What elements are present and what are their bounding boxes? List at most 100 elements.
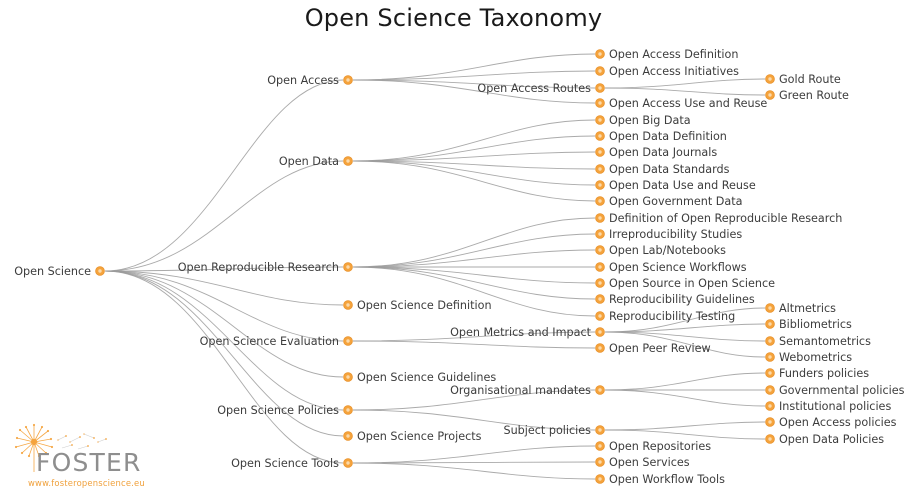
node-label: Subject policies — [503, 424, 591, 437]
tree-node-open-data[interactable]: Open Data — [279, 155, 353, 168]
tree-node-open-reproducible-research[interactable]: Open Reproducible Research — [178, 261, 353, 274]
tree-node-open-science-projects[interactable]: Open Science Projects — [343, 430, 482, 443]
tree-edge — [352, 340, 596, 349]
node-marker-center-icon — [346, 434, 350, 438]
tree-edge — [104, 270, 344, 437]
tree-node-open-peer-review[interactable]: Open Peer Review — [595, 342, 711, 355]
tree-node-open-science-workflows[interactable]: Open Science Workflows — [595, 261, 747, 274]
tree-edge — [352, 160, 596, 202]
node-label: Open Data Policies — [779, 433, 884, 446]
node-marker-center-icon — [598, 444, 602, 448]
node-marker-center-icon — [598, 52, 602, 56]
tree-edge — [352, 135, 596, 162]
node-marker-center-icon — [598, 428, 602, 432]
tree-node-open-access-policies[interactable]: Open Access policies — [765, 416, 897, 429]
node-label: Open Data Journals — [609, 146, 717, 159]
node-label: Institutional policies — [779, 400, 891, 413]
tree-node-reproducibility-testing[interactable]: Reproducibility Testing — [595, 310, 736, 323]
tree-edge — [352, 409, 596, 431]
node-label: Open Big Data — [609, 114, 691, 127]
node-label: Open Science — [14, 265, 91, 278]
tree-node-bibliometrics[interactable]: Bibliometrics — [765, 318, 852, 331]
tree-node-open-data-definition[interactable]: Open Data Definition — [595, 130, 727, 143]
tree-node-open-metrics-and-impact[interactable]: Open Metrics and Impact — [450, 326, 605, 339]
node-marker-center-icon — [598, 477, 602, 481]
node-marker-center-icon — [598, 281, 602, 285]
tree-node-organisational-mandates[interactable]: Organisational mandates — [450, 384, 605, 397]
tree-node-open-science-definition[interactable]: Open Science Definition — [343, 299, 492, 312]
node-marker-center-icon — [598, 297, 602, 301]
node-marker-center-icon — [598, 150, 602, 154]
tree-node-open-repositories[interactable]: Open Repositories — [595, 440, 712, 453]
tree-node-webometrics[interactable]: Webometrics — [765, 351, 853, 364]
tree-edge — [104, 270, 344, 411]
tree-node-open-access-use-and-reuse[interactable]: Open Access Use and Reuse — [595, 97, 768, 110]
node-marker-center-icon — [346, 461, 350, 465]
tree-node-open-science-evaluation[interactable]: Open Science Evaluation — [200, 335, 353, 348]
tree-node-irreproducibility-studies[interactable]: Irreproducibility Studies — [595, 228, 743, 241]
tree-node-altmetrics[interactable]: Altmetrics — [765, 302, 837, 315]
tree-node-green-route[interactable]: Green Route — [765, 89, 849, 102]
node-marker-center-icon — [768, 93, 772, 97]
tree-node-definition-of-open-reproducible-research[interactable]: Definition of Open Reproducible Research — [595, 212, 843, 225]
tree-edge — [352, 160, 596, 186]
tree-node-open-science-tools[interactable]: Open Science Tools — [231, 457, 353, 470]
foster-logo[interactable]: FOSTER www.fosteropenscience.eu — [10, 422, 160, 492]
node-label: Open Services — [609, 456, 690, 469]
node-label: Semantometrics — [779, 335, 871, 348]
node-label: Green Route — [779, 89, 849, 102]
tree-edge — [104, 270, 344, 306]
tree-node-subject-policies[interactable]: Subject policies — [503, 424, 605, 437]
tree-edge — [352, 389, 596, 411]
tree-edge — [104, 270, 344, 342]
node-marker-center-icon — [598, 314, 602, 318]
tree-edge — [604, 429, 766, 440]
tree-node-open-access-definition[interactable]: Open Access Definition — [595, 48, 739, 61]
tree-node-open-access-initiatives[interactable]: Open Access Initiatives — [595, 65, 740, 78]
tree-node-open-science[interactable]: Open Science — [14, 265, 105, 278]
tree-node-open-workflow-tools[interactable]: Open Workflow Tools — [595, 473, 725, 486]
node-marker-center-icon — [98, 269, 102, 273]
tree-node-open-access[interactable]: Open Access — [267, 74, 353, 87]
tree-node-open-government-data[interactable]: Open Government Data — [595, 195, 743, 208]
tree-edge — [604, 78, 766, 89]
tree-node-open-science-guidelines[interactable]: Open Science Guidelines — [343, 371, 497, 384]
tree-node-semantometrics[interactable]: Semantometrics — [765, 335, 871, 348]
tree-edge — [352, 233, 596, 268]
node-marker-center-icon — [346, 159, 350, 163]
node-label: Open Data Definition — [609, 130, 727, 143]
tree-node-institutional-policies[interactable]: Institutional policies — [765, 400, 892, 413]
tree-node-open-services[interactable]: Open Services — [595, 456, 690, 469]
tree-node-funders-policies[interactable]: Funders policies — [765, 367, 870, 380]
tree-node-open-data-policies[interactable]: Open Data Policies — [765, 433, 885, 446]
node-marker-center-icon — [768, 420, 772, 424]
tree-node-gold-route[interactable]: Gold Route — [765, 73, 841, 86]
node-label: Definition of Open Reproducible Research — [609, 212, 842, 225]
tree-node-open-source-in-open-science[interactable]: Open Source in Open Science — [595, 277, 775, 290]
tree-edge — [604, 372, 766, 391]
tree-node-open-science-policies[interactable]: Open Science Policies — [217, 404, 353, 417]
tree-node-open-data-use-and-reuse[interactable]: Open Data Use and Reuse — [595, 179, 756, 192]
tree-node-open-data-journals[interactable]: Open Data Journals — [595, 146, 718, 159]
node-label: Open Science Projects — [357, 430, 482, 443]
node-marker-center-icon — [598, 134, 602, 138]
tree-edge — [104, 79, 344, 272]
node-label: Open Government Data — [609, 195, 742, 208]
tree-edge — [604, 323, 766, 333]
tree-node-open-access-routes[interactable]: Open Access Routes — [477, 82, 605, 95]
tree-node-open-data-standards[interactable]: Open Data Standards — [595, 163, 730, 176]
page-title: Open Science Taxonomy — [304, 4, 603, 32]
node-marker-center-icon — [598, 167, 602, 171]
tree-edge — [352, 266, 596, 284]
tree-edge — [104, 270, 344, 378]
tree-node-governmental-policies[interactable]: Governmental policies — [765, 384, 905, 397]
node-marker-center-icon — [768, 306, 772, 310]
tree-node-reproducibility-guidelines[interactable]: Reproducibility Guidelines — [595, 293, 755, 306]
node-label: Open Data Use and Reuse — [609, 179, 756, 192]
tree-node-open-lab-notebooks[interactable]: Open Lab/Notebooks — [595, 244, 727, 257]
node-marker-center-icon — [598, 101, 602, 105]
node-marker-center-icon — [598, 86, 602, 90]
tree-node-open-big-data[interactable]: Open Big Data — [595, 114, 691, 127]
